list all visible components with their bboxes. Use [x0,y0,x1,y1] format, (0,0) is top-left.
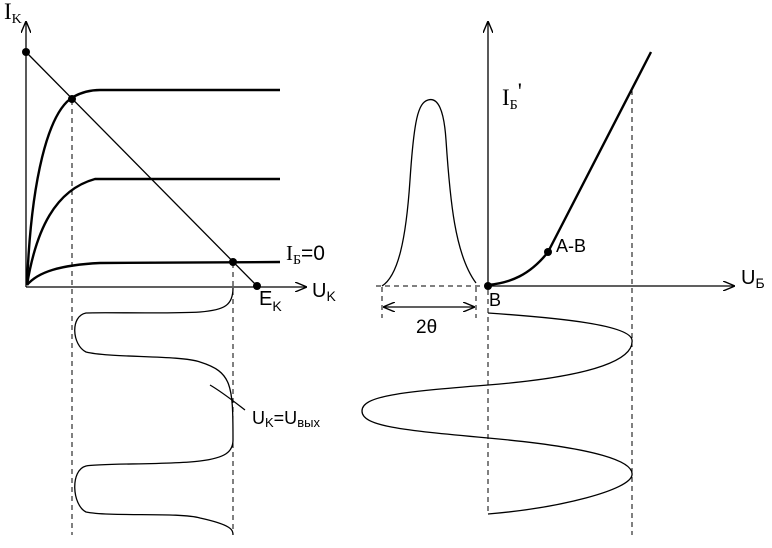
base-current-pulse [381,98,477,287]
output-curve-low [26,260,281,286]
output-curve-high [25,88,280,286]
cutoff-point [229,258,237,266]
output-voltage-label: UK=Uвых [252,408,320,430]
right-x-axis-label: UБ [741,267,765,291]
load-line [25,51,258,287]
left-graph: IK UK EK IБ=0 UK=Uвых [4,0,336,536]
output-voltage-waveform [74,287,234,536]
output-curve-mid [25,177,280,286]
output-label-leader [209,384,246,411]
point-a-b-label: A-B [556,236,586,256]
left-top-point [22,48,30,56]
origin-point-b [484,282,492,290]
right-y-axis-label: IБ' [502,79,522,113]
saturation-point [68,95,76,103]
point-b-label: B [489,290,501,310]
right-graph: IБ' UБ A-B B 2θ [361,22,765,535]
supply-voltage-label: EK [259,288,282,314]
zero-base-current-label: IБ=0 [286,241,325,268]
left-y-axis-label: IK [4,0,22,27]
supply-point [253,282,261,290]
left-x-axis-label: UK [312,280,336,304]
angle-label: 2θ [416,317,437,338]
point-a-b [544,248,552,256]
input-voltage-waveform [361,312,633,515]
